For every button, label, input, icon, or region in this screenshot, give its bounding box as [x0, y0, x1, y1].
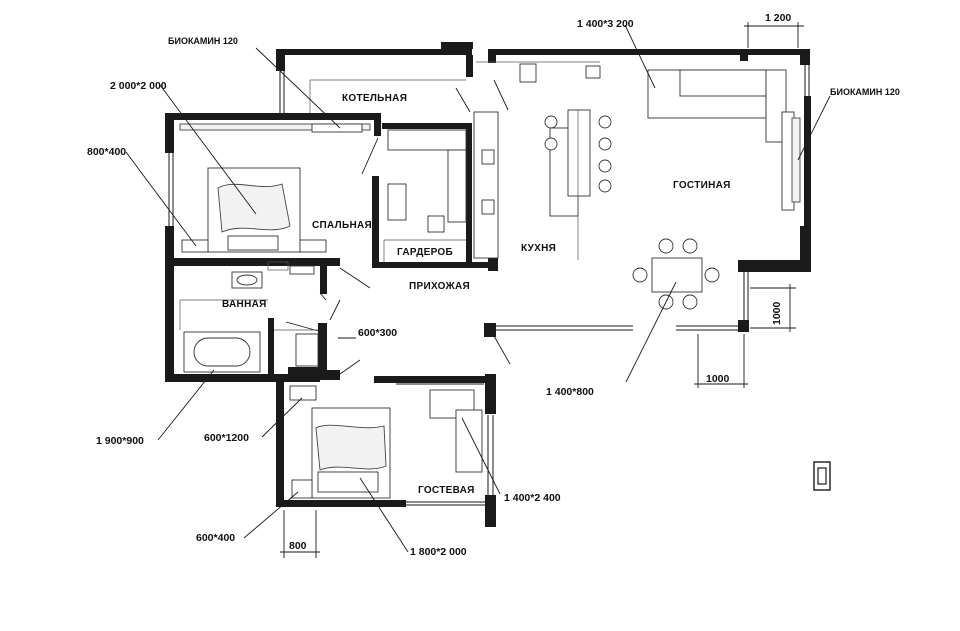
- biofireplace-right: [791, 117, 801, 203]
- blanket-main: [217, 183, 291, 233]
- north-marker-icon: [813, 461, 831, 491]
- note-guest-sofa: 1 400*2 400: [504, 492, 561, 504]
- room-label-hall: ПРИХОЖАЯ: [409, 281, 470, 292]
- note-dim-side: 1000: [771, 301, 783, 325]
- cabinet-600x300: [295, 333, 319, 367]
- note-bathtub: 1 900*900: [96, 435, 144, 447]
- nightstand-right: [299, 239, 327, 253]
- note-dim-top: 1 200: [765, 12, 791, 24]
- note-sofa-living: 1 400*3 200: [577, 18, 634, 30]
- note-nightstand-main: 800*400: [87, 146, 126, 158]
- note-guest-cabinet: 600*1200: [204, 432, 249, 444]
- room-label-guest: ГОСТЕВАЯ: [418, 485, 475, 496]
- room-label-bathroom: ВАННАЯ: [222, 299, 267, 310]
- note-fireplace-right: БИОКАМИН 120: [830, 87, 900, 97]
- biofireplace-left: [179, 123, 371, 131]
- note-dim-guest: 800: [289, 540, 307, 552]
- chimney-block: [441, 42, 473, 49]
- note-bed-main: 2 000*2 000: [110, 80, 167, 92]
- room-label-living: ГОСТИНАЯ: [673, 180, 731, 191]
- note-cabinet: 600*300: [358, 327, 397, 339]
- note-guest-nightstand: 600*400: [196, 532, 235, 544]
- windows: [168, 51, 810, 506]
- dining-table: [651, 257, 703, 293]
- room-label-boiler: КОТЕЛЬНАЯ: [342, 93, 407, 104]
- note-fireplace-left: БИОКАМИН 120: [168, 36, 238, 46]
- note-dining-table: 1 400*800: [546, 386, 594, 398]
- sofa-guest: [455, 409, 483, 473]
- leader-lines: [125, 22, 831, 558]
- room-label-bedroom: СПАЛЬНАЯ: [312, 220, 372, 231]
- walls: [165, 42, 811, 527]
- nightstand-guest: [291, 479, 313, 499]
- note-dim-bottom-right: 1000: [706, 373, 730, 385]
- furniture: [179, 61, 801, 499]
- doors: [285, 79, 511, 375]
- room-label-wardrobe: ГАРДЕРОБ: [397, 247, 453, 258]
- note-bed-guest: 1 800*2 000: [410, 546, 467, 558]
- cabinet-600x1200: [289, 385, 317, 401]
- kitchen-island: [567, 109, 591, 197]
- room-label-kitchen: КУХНЯ: [521, 243, 556, 254]
- nightstand-left: [181, 239, 209, 253]
